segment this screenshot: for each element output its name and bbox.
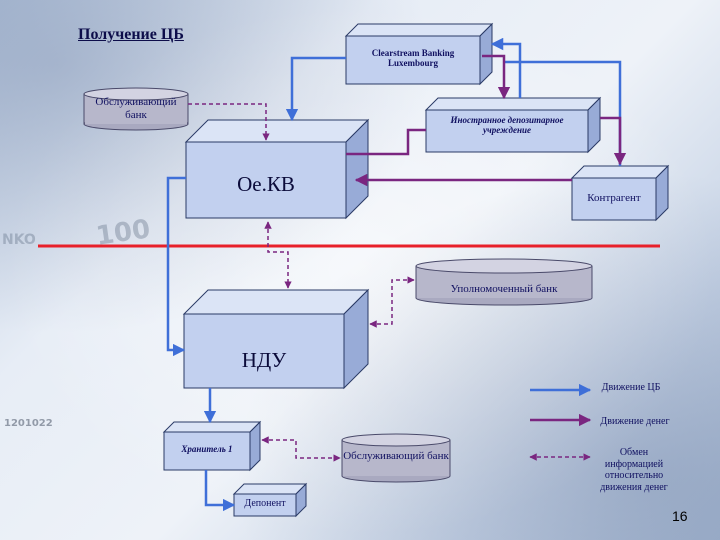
label-oekv: Ое.КВ [237,172,295,196]
page-number: 16 [672,508,688,524]
legend-money-movement: Движение денег [600,416,670,427]
label-clearstream: Clearstream Banking Luxembourg [371,48,455,69]
node-authorized-bank [415,258,593,306]
node-foreign-depository [424,96,602,154]
node-ndu [182,288,370,390]
label-serving-bank-top: Обслуживающий банк [95,96,177,121]
info-exchange-lines [188,103,415,462]
node-oekv [184,118,370,220]
label-custodian: Хранитель 1 [181,444,233,454]
node-depositor [232,482,308,518]
node-clearstream [344,22,494,86]
money-flow-lines [346,54,627,187]
label-ndu: НДУ [241,348,287,372]
slide-title: Получение ЦБ [78,26,184,43]
label-foreign-depository: Иностранное депозитарное учреждение [450,115,564,136]
legend-securities-movement: Движение ЦБ [601,382,661,393]
background-text-serial: 1201022 [4,418,53,429]
label-counterparty: Контрагент [587,192,641,204]
node-counterparty [570,164,670,222]
label-serving-bank-bottom: Обслуживающий банк [343,450,449,462]
legend-lines [529,383,592,461]
node-custodian [162,420,262,472]
label-depositor: Депонент [244,498,286,509]
background-text-nko: NKO [2,232,36,248]
label-authorized-bank: Уполномоченный банк [450,283,558,295]
node-serving-bank-bottom [341,433,451,483]
legend-info-exchange: Обмен информацией относительно движения … [600,447,668,493]
node-serving-bank-top [83,87,189,131]
